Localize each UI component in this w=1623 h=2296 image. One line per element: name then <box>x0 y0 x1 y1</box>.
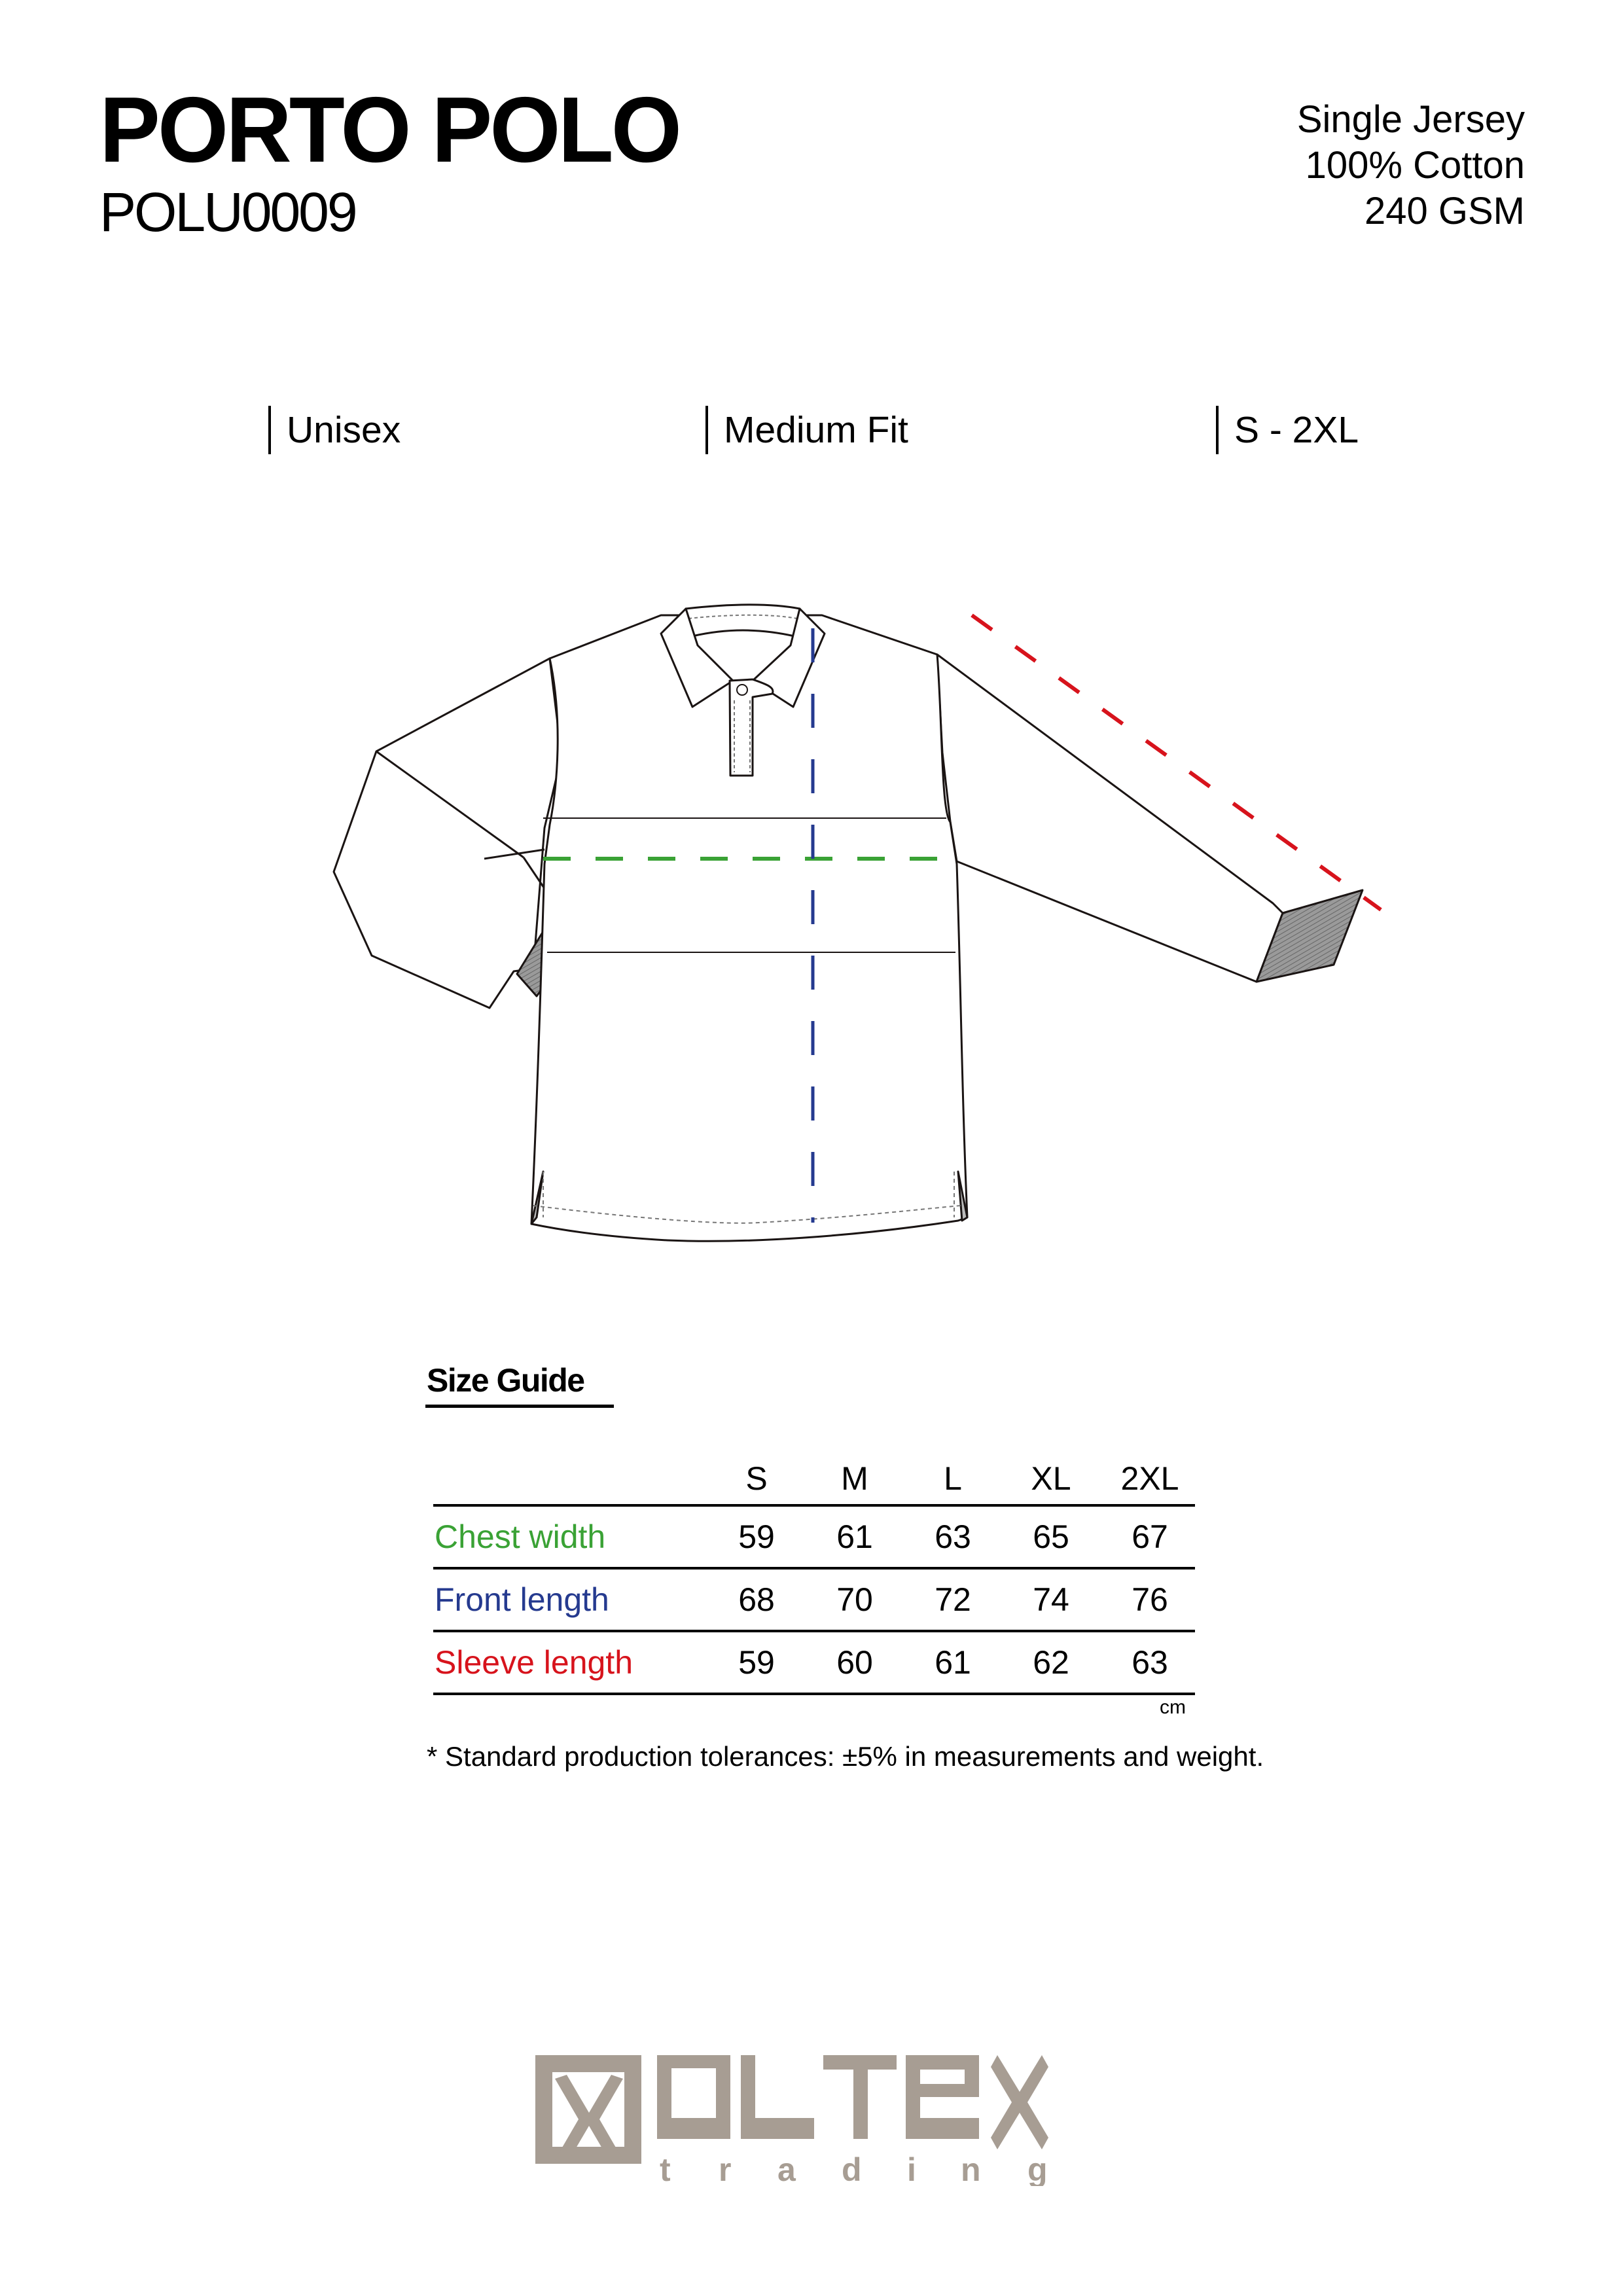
unit-label: cm <box>1160 1696 1186 1718</box>
column-header-xl: XL <box>1031 1460 1071 1497</box>
row-label: Chest width <box>435 1518 606 1555</box>
row-label: Front length <box>435 1581 609 1618</box>
svg-text:r: r <box>719 2151 731 2186</box>
svg-text:g: g <box>1027 2151 1048 2186</box>
attribute-label: Unisex <box>287 409 401 451</box>
attribute-label: Medium Fit <box>724 409 908 451</box>
attribute-gender: Unisex <box>268 406 401 454</box>
table-cell: 63 <box>935 1518 971 1555</box>
table-cell: 60 <box>836 1644 873 1681</box>
column-header-2xl: 2XL <box>1120 1460 1179 1497</box>
attribute-fit: Medium Fit <box>705 406 908 454</box>
product-sku: POLU0009 <box>99 181 358 243</box>
product-title: PORTO POLO <box>99 78 682 182</box>
table-cell: 61 <box>836 1518 873 1555</box>
column-header-m: M <box>841 1460 868 1497</box>
svg-text:a: a <box>777 2151 796 2186</box>
column-header-s: S <box>745 1460 768 1497</box>
fabric-composition: 100% Cotton <box>1305 144 1525 187</box>
table-cell: 63 <box>1132 1644 1168 1681</box>
oltex-logo-icon: t r a d i n g <box>535 2055 1048 2186</box>
table-cell: 72 <box>935 1581 971 1618</box>
row-label: Sleeve length <box>435 1644 633 1681</box>
fabric-weight: 240 GSM <box>1364 190 1525 232</box>
attribute-size-range: S - 2XL <box>1216 406 1359 454</box>
table-row-front-length: Front length 68 70 72 74 76 <box>433 1570 1195 1632</box>
table-cell: 61 <box>935 1644 971 1681</box>
size-table-header: S M L XL 2XL <box>433 1453 1195 1507</box>
column-header-l: L <box>944 1460 962 1497</box>
divider <box>1216 406 1219 454</box>
table-cell: 62 <box>1033 1644 1069 1681</box>
size-guide-underline <box>425 1405 614 1408</box>
table-cell: 70 <box>836 1581 873 1618</box>
attribute-label: S - 2XL <box>1234 409 1359 451</box>
size-guide-title: Size Guide <box>427 1362 585 1399</box>
svg-text:n: n <box>961 2151 981 2186</box>
svg-text:d: d <box>842 2151 862 2186</box>
table-cell: 68 <box>738 1581 775 1618</box>
size-table: S M L XL 2XL Chest width 59 61 63 65 67 … <box>433 1453 1195 1695</box>
table-cell: 59 <box>738 1644 775 1681</box>
divider <box>705 406 708 454</box>
fabric-type: Single Jersey <box>1296 98 1525 141</box>
tolerance-note: * Standard production tolerances: ±5% in… <box>427 1741 1264 1772</box>
divider <box>268 406 271 454</box>
svg-text:t: t <box>660 2151 671 2186</box>
table-cell: 59 <box>738 1518 775 1555</box>
svg-text:i: i <box>907 2151 916 2186</box>
table-row-chest-width: Chest width 59 61 63 65 67 <box>433 1507 1195 1570</box>
table-row-sleeve-length: Sleeve length 59 60 61 62 63 <box>433 1632 1195 1695</box>
table-cell: 67 <box>1132 1518 1168 1555</box>
table-cell: 74 <box>1033 1581 1069 1618</box>
fabric-specs: Single Jersey 100% Cotton 240 GSM <box>1297 97 1525 234</box>
table-cell: 65 <box>1033 1518 1069 1555</box>
table-cell: 76 <box>1132 1581 1168 1618</box>
